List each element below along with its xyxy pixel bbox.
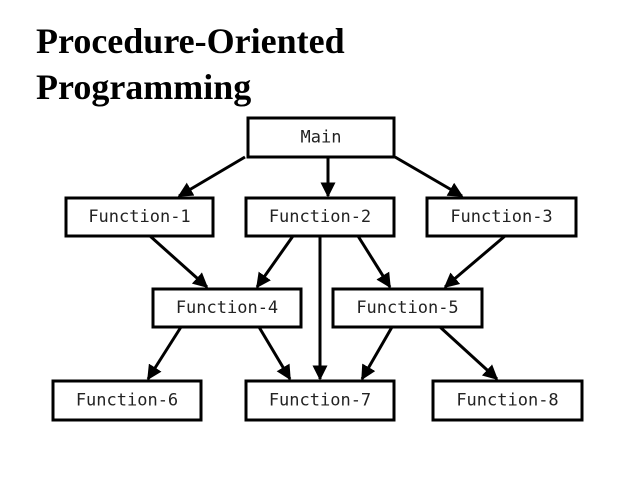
edge-f2-f4	[255, 235, 295, 289]
edge-f2-f5	[356, 235, 392, 289]
node-function-5-label: Function-5	[356, 298, 458, 318]
edge-f5-f8	[438, 325, 499, 381]
slide-title: Procedure-Oriented Programming	[36, 18, 345, 110]
node-function-4: Function-4	[151, 287, 303, 329]
edge-f3-f5	[443, 234, 506, 289]
node-function-8-label: Function-8	[456, 391, 558, 411]
slide-title-line-1: Procedure-Oriented	[36, 21, 345, 61]
node-function-1-label: Function-1	[88, 207, 190, 227]
node-function-6: Function-6	[51, 379, 203, 422]
node-main: Main	[246, 116, 396, 159]
node-function-7: Function-7	[244, 379, 396, 422]
node-function-2-label: Function-2	[269, 207, 371, 227]
node-function-5: Function-5	[331, 287, 484, 329]
node-function-3-label: Function-3	[450, 207, 552, 227]
edge-f5-f7	[360, 326, 394, 381]
node-function-3: Function-3	[425, 196, 578, 238]
edge-f1-f4	[148, 234, 209, 289]
edge-f4-f6	[146, 326, 183, 381]
slide-title-line-2: Programming	[36, 67, 252, 107]
node-main-label: Main	[301, 128, 342, 148]
edge-main-f1	[177, 155, 246, 198]
edge-f4-f7	[257, 326, 292, 381]
node-function-2: Function-2	[244, 196, 396, 238]
node-function-6-label: Function-6	[76, 391, 178, 411]
node-function-8: Function-8	[431, 379, 584, 422]
node-function-4-label: Function-4	[176, 298, 278, 318]
node-function-1: Function-1	[64, 196, 215, 238]
edge-main-f3	[394, 155, 464, 198]
node-function-7-label: Function-7	[269, 391, 371, 411]
